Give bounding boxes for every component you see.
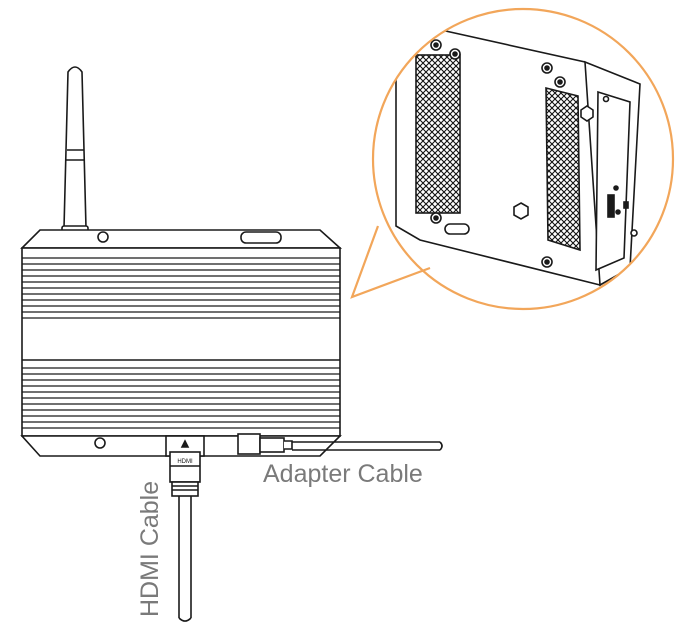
mount-hole-left-top: [97, 231, 109, 243]
adapter-cable: [237, 433, 443, 455]
top-flange: [20, 229, 343, 249]
zoom-callout-circle: [371, 7, 675, 311]
mount-slot-right-top: [240, 231, 282, 244]
mount-hole-left-bottom: [94, 437, 106, 449]
hdmi-plug-logo: HDMI: [177, 459, 193, 465]
zoom-detail: [395, 19, 641, 287]
callout-pointer: [350, 225, 431, 299]
hdmi-cable-label: HDMI Cable: [136, 480, 164, 617]
mini-pc-box: [20, 229, 343, 457]
hdmi-cable: [165, 435, 205, 622]
antenna: [61, 66, 89, 245]
heatsink-fins-lower: [22, 367, 340, 429]
heatsink-fins-upper: [22, 257, 340, 319]
adapter-cable-label: Adapter Cable: [263, 460, 423, 488]
